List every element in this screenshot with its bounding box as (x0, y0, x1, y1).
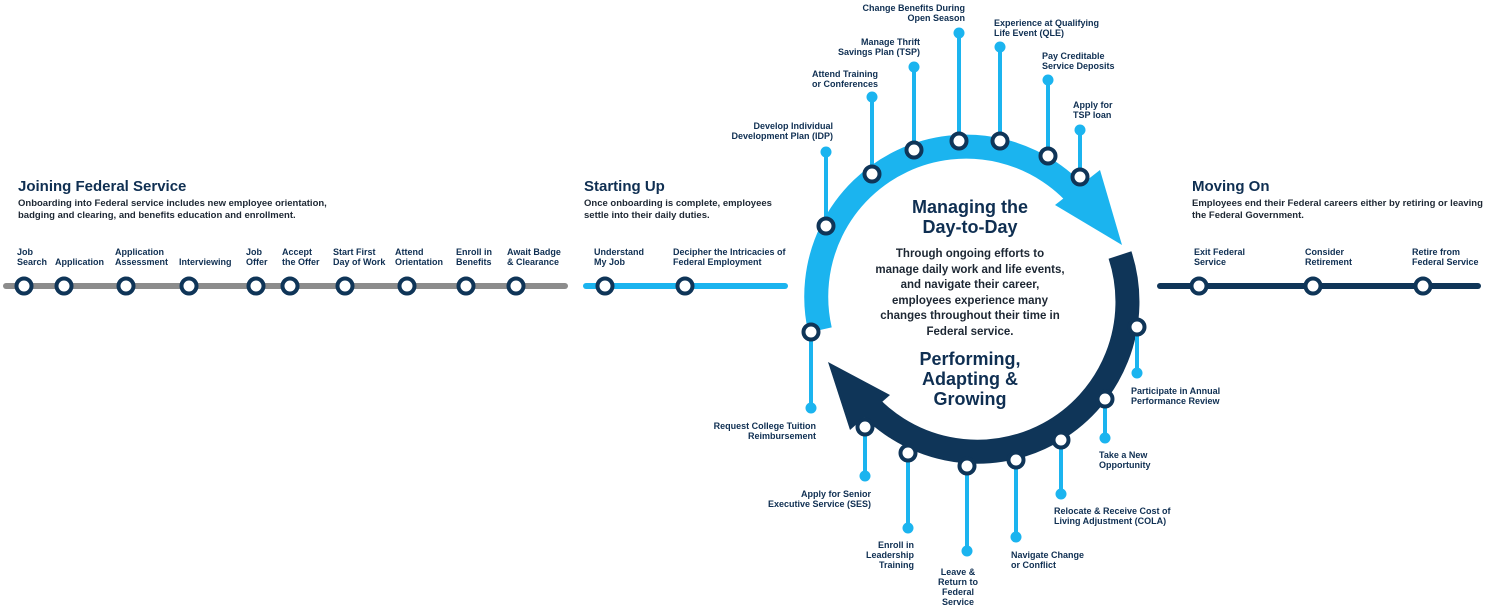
cycle-event-dot (866, 91, 878, 103)
moving-step-node (1189, 276, 1209, 296)
joining-step-node (397, 276, 417, 296)
cycle-event-dot (1055, 488, 1067, 500)
cycle-event-node (862, 164, 882, 184)
cycle-event-node (990, 131, 1010, 151)
cycle-event-dot (1042, 74, 1054, 86)
cycle-event-node (1070, 167, 1090, 187)
starting-desc-line: Once onboarding is complete, employees (584, 198, 772, 209)
joining-step-label: Application Assessment (115, 247, 169, 267)
cycle-event-dot (859, 470, 871, 482)
joining-step-node (14, 276, 34, 296)
cycle-event-label: Apply for Senior Executive Service (SES) (767, 489, 871, 509)
cycle-event-dot (994, 41, 1006, 53)
cycle-event-node (957, 456, 977, 476)
cycle-event-label: Request College Tuition Reimbursement (713, 421, 816, 441)
cycle-event-node (855, 417, 875, 437)
starting-description: Once onboarding is complete, employees s… (584, 198, 772, 222)
center-description: Through ongoing efforts to manage daily … (875, 248, 1065, 338)
moving-step-label: Retire from Federal Service (1412, 247, 1479, 267)
center-subtitle: Performing, Adapting & Growing (919, 349, 1021, 409)
cycle-arc-bottom (850, 251, 1140, 464)
cycle-event-dot (953, 27, 965, 39)
cycle-event-dot (902, 522, 914, 534)
moving-desc-line: the Federal Government. (1192, 210, 1304, 221)
joining-step-label: Start First Day of Work (333, 247, 386, 267)
cycle-event-dot (820, 146, 832, 158)
cycle-event-dot (1131, 367, 1143, 379)
joining-step-label: Job Offer (246, 247, 268, 267)
cycle-event-node (1006, 450, 1026, 470)
cycle-event-dot (961, 545, 973, 557)
joining-step-node (280, 276, 300, 296)
cycle-event-node (816, 216, 836, 236)
moving-step-node (1413, 276, 1433, 296)
cycle-event-label: Change Benefits During Open Season (862, 3, 965, 23)
cycle-event-node (801, 322, 821, 342)
joining-step-label: Application (55, 257, 104, 267)
cycle-event-dot (1099, 432, 1111, 444)
cycle-event-node (904, 140, 924, 160)
starting-title: Starting Up (584, 178, 665, 195)
joining-step-node (335, 276, 355, 296)
moving-description: Employees end their Federal careers eith… (1192, 198, 1483, 222)
joining-desc-line: badging and clearing, and benefits educa… (18, 210, 296, 221)
joining-step-node (506, 276, 526, 296)
cycle-event-label: Participate in Annual Performance Review (1131, 386, 1221, 406)
cycle-event-label: Navigate Change or Conflict (1011, 550, 1085, 570)
moving-step-label: Exit Federal Service (1194, 247, 1246, 267)
cycle-event-label: Develop Individual Development Plan (IDP… (731, 121, 833, 141)
cycle-event-dot (805, 402, 817, 414)
cycle-arrowhead-top (1055, 170, 1122, 245)
cycle-event-label: Attend Training or Conferences (811, 69, 878, 89)
joining-step-label: Attend Orientation (395, 247, 444, 267)
moving-title: Moving On (1192, 178, 1270, 195)
joining-step-node (54, 276, 74, 296)
cycle-event-node (1127, 317, 1147, 337)
cycle-event-label: Take a New Opportunity (1099, 450, 1151, 470)
cycle-event-label: Manage Thrift Savings Plan (TSP) (837, 37, 920, 57)
cycle-event-label: Apply for TSP loan (1073, 100, 1113, 120)
starting-step-label: Understand My Job (594, 247, 645, 267)
joining-step-node (116, 276, 136, 296)
starting-step-node (675, 276, 695, 296)
cycle-event-label: Enroll in Leadership Training (865, 540, 914, 570)
cycle-event-label: Leave & Return to Federal Service (938, 567, 978, 607)
joining-step-node (456, 276, 476, 296)
starting-step-node (595, 276, 615, 296)
cycle-event-dot (1010, 531, 1022, 543)
starting-step-label: Decipher the Intricacies of Federal Empl… (673, 247, 786, 267)
joining-desc-line: Onboarding into Federal service includes… (18, 198, 327, 209)
cycle-event-node (1051, 430, 1071, 450)
joining-description: Onboarding into Federal service includes… (18, 198, 327, 222)
cycle-event-node (1095, 389, 1115, 409)
cycle-event-label: Experience at Qualifying Life Event (QLE… (994, 18, 1100, 38)
cycle-event-label: Relocate & Receive Cost of Living Adjust… (1054, 506, 1171, 526)
joining-step-label: Accept the Offer (282, 247, 320, 267)
joining-step-node (179, 276, 199, 296)
center-title: Managing the Day-to-Day (912, 197, 1028, 237)
moving-step-label: Consider Retirement (1305, 247, 1353, 267)
cycle-event-node (949, 131, 969, 151)
cycle-event-node (1038, 146, 1058, 166)
cycle-event-dot (908, 61, 920, 73)
cycle-arrowhead-bottom (828, 362, 890, 430)
cycle-event-label: Pay Creditable Service Deposits (1042, 51, 1115, 71)
joining-title: Joining Federal Service (18, 178, 187, 195)
joining-step-label: Enroll in Benefits (456, 247, 492, 267)
cycle-arc-top (804, 134, 1095, 333)
moving-desc-line: Employees end their Federal careers eith… (1192, 198, 1483, 209)
moving-step-node (1303, 276, 1323, 296)
joining-step-node (246, 276, 266, 296)
cycle-event-dot (1074, 124, 1086, 136)
starting-desc-line: settle into their daily duties. (584, 210, 710, 221)
joining-step-label: Job Search (17, 247, 48, 267)
joining-step-label: Await Badge & Clearance (507, 247, 561, 267)
joining-step-label: Interviewing (179, 257, 232, 267)
cycle-event-node (898, 443, 918, 463)
